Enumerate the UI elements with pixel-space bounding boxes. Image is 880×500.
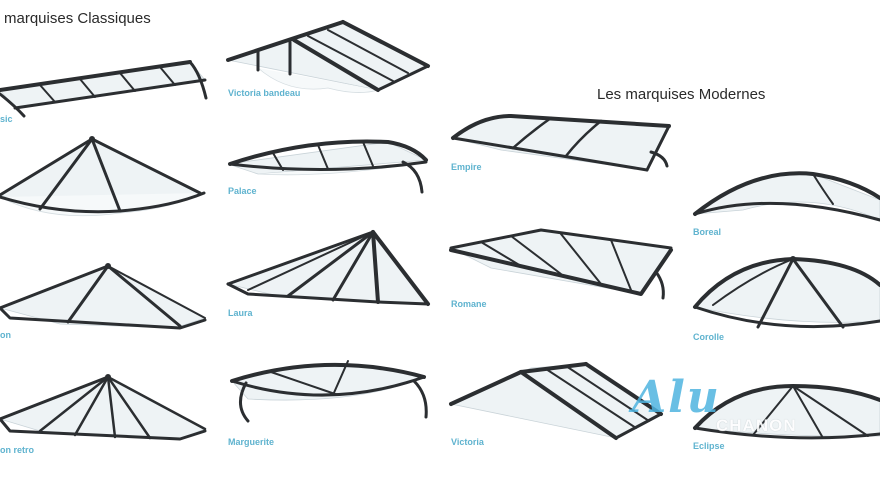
canopy-label: Palace xyxy=(228,186,257,196)
half-pyramid-canopy-icon xyxy=(226,230,430,306)
canopy-item-classic: on xyxy=(0,262,215,357)
round-pyramid-canopy-icon xyxy=(0,136,206,217)
canopy-label: Laura xyxy=(228,308,253,318)
canopy-label: Romane xyxy=(451,299,487,309)
flat-canopy-icon xyxy=(0,60,208,118)
oval-canopy-icon xyxy=(230,360,428,423)
canopy-item-classic xyxy=(0,133,215,228)
canopy-label: on retro xyxy=(0,445,35,455)
pyramid-retro-canopy-icon xyxy=(0,374,207,441)
modern-section-title: Les marquises Modernes xyxy=(597,86,766,103)
canopy-item-classic: sic xyxy=(0,28,215,124)
gable-bandeau-canopy-icon xyxy=(226,20,430,93)
canopy-label: Eclipse xyxy=(693,441,725,451)
flat-romane-canopy-icon xyxy=(449,228,673,300)
canopy-item-classic: Palace xyxy=(227,136,438,231)
canopy-item-classic: on retro xyxy=(0,373,215,468)
canopy-label: Victoria xyxy=(451,437,484,447)
canopy-item-classic: Marguerite xyxy=(228,355,438,455)
canopy-item-classic: Victoria bandeau xyxy=(226,18,438,118)
canopy-label: Empire xyxy=(451,162,482,172)
canopy-label: on xyxy=(0,330,11,340)
canopy-item-modern: Romane xyxy=(449,228,673,318)
canopy-label: Corolle xyxy=(693,332,725,342)
canopy-item-modern: Corolle xyxy=(693,255,880,345)
canopy-item-modern: Empire xyxy=(451,112,673,192)
classic-section-title: marquises Classiques xyxy=(4,10,151,27)
canopy-item-modern: Victoria xyxy=(449,360,673,460)
curved-palace-canopy-icon xyxy=(227,139,428,194)
curved-empire-canopy-icon xyxy=(451,114,671,172)
pyramid-canopy-icon xyxy=(0,263,207,330)
dome-corolle-canopy-icon xyxy=(693,256,880,329)
arch-boreal-canopy-icon xyxy=(693,171,880,222)
canopy-item-modern: Boreal xyxy=(693,170,880,250)
gable-victoria-canopy-icon xyxy=(449,362,663,440)
canopy-label: Marguerite xyxy=(228,437,275,447)
dome-eclipse-canopy-icon xyxy=(693,384,880,440)
canopy-label: Boreal xyxy=(693,227,722,237)
canopy-label: Victoria bandeau xyxy=(228,88,301,98)
canopy-item-classic: Laura xyxy=(226,228,438,328)
canopy-item-modern: Eclipse xyxy=(693,380,880,470)
canopy-label: sic xyxy=(0,114,13,124)
